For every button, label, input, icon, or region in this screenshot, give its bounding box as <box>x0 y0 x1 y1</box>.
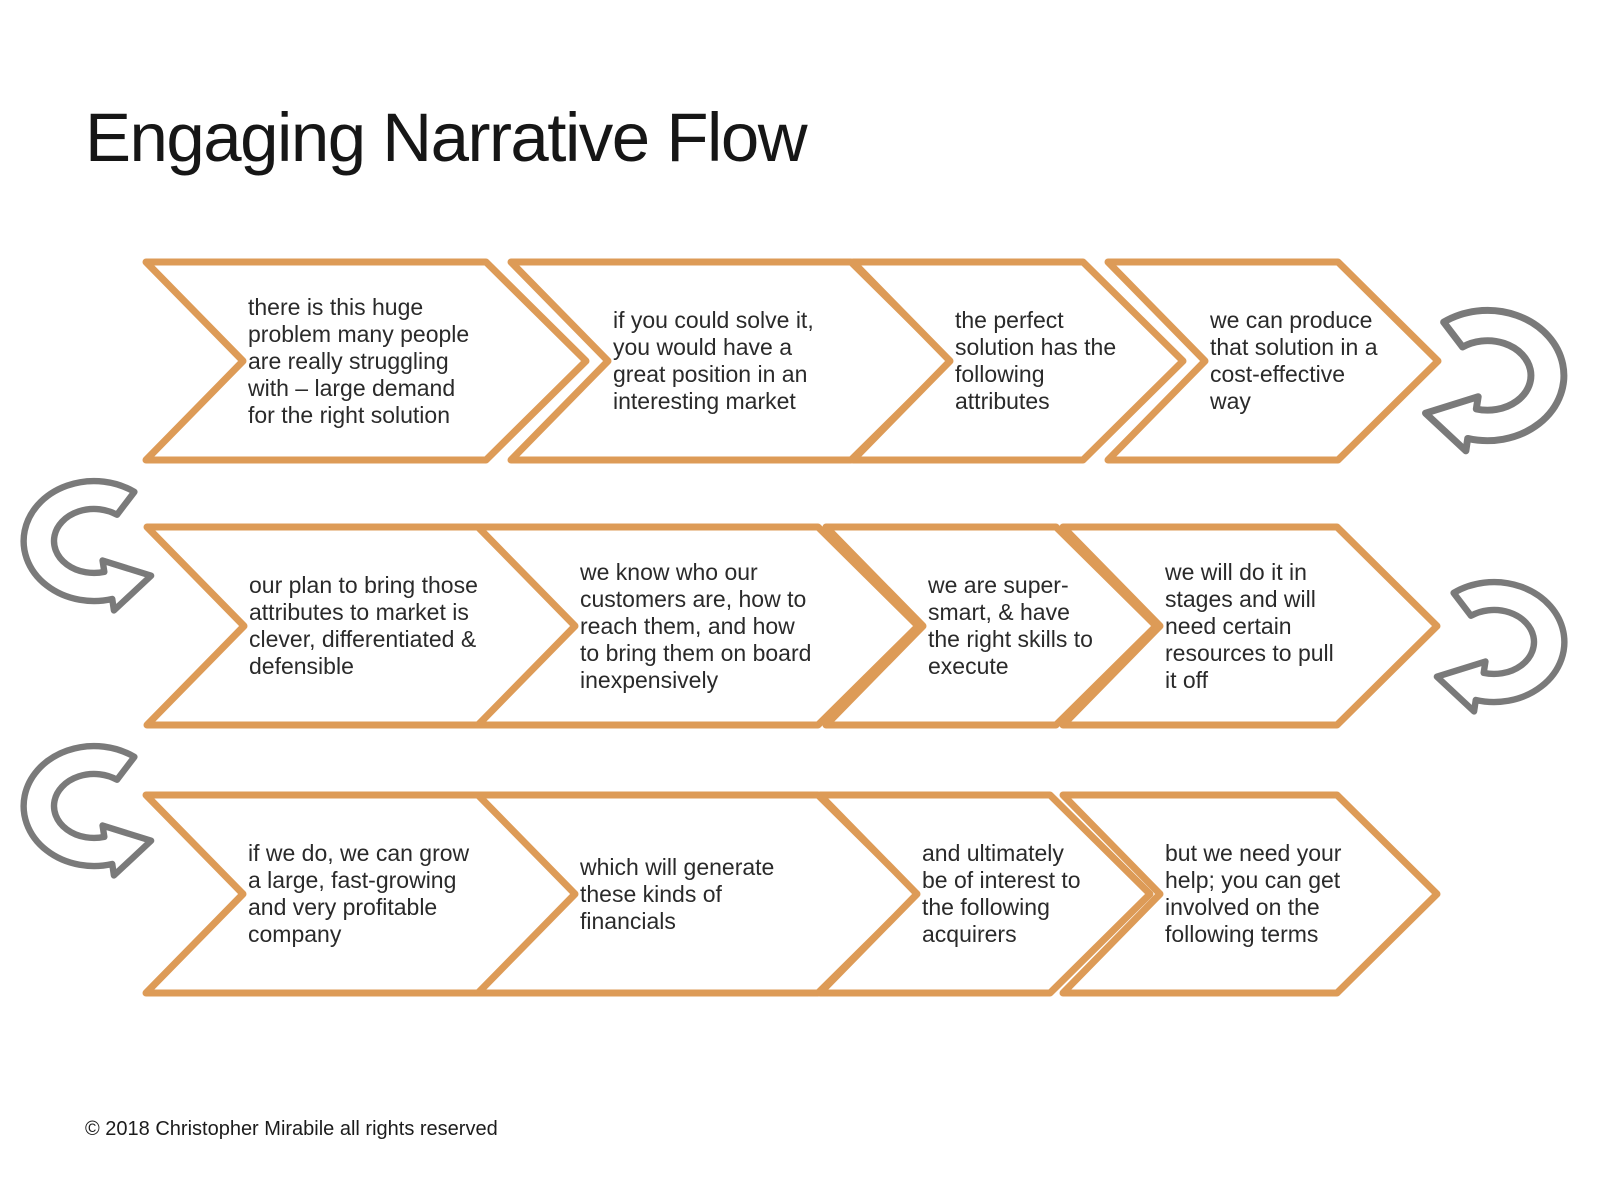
loop-arrow-right-icon <box>1405 306 1570 458</box>
chevron-shape <box>1059 791 1441 997</box>
chevron-shape <box>849 258 1187 464</box>
copyright-text: © 2018 Christopher Mirabile all rights r… <box>85 1118 498 1140</box>
chevron-text: we can produce that solution in a cost-e… <box>1210 307 1378 414</box>
chevron-row3-step3: and ultimately be of interest to the fol… <box>816 791 1154 997</box>
chevron-text: our plan to bring those attributes to ma… <box>249 572 478 679</box>
chevron-row1-step3: the perfect solution has the following a… <box>849 258 1187 464</box>
chevron-row1-step1: there is this huge problem many people a… <box>142 258 590 464</box>
chevron-row2-step4: we will do it in stages and will need ce… <box>1059 523 1441 729</box>
chevron-text: the perfect solution has the following a… <box>955 307 1117 414</box>
chevron-shape <box>1104 258 1442 464</box>
chevron-shape <box>142 258 590 464</box>
chevron-text: but we need your help; you can get invol… <box>1165 840 1342 947</box>
chevron-shape <box>822 523 1160 729</box>
chevron-shape <box>816 791 1154 997</box>
chevron-row2-step2: we know who our customers are, how to re… <box>474 523 922 729</box>
chevron-text: if we do, we can grow a large, fast-grow… <box>248 840 470 947</box>
chevron-row3-step2: which will generate these kinds of finan… <box>474 791 922 997</box>
chevron-text: we are super-smart, & have the right ski… <box>928 572 1093 679</box>
chevron-row3-step4: but we need your help; you can get invol… <box>1059 791 1441 997</box>
chevron-shape <box>1059 523 1441 729</box>
chevron-text: we will do it in stages and will need ce… <box>1165 558 1334 693</box>
chevron-text: and ultimately be of interest to the fol… <box>922 840 1081 947</box>
loop-arrow-left-icon <box>18 477 170 617</box>
loop-arrow-left-icon <box>18 742 170 882</box>
chevron-text: which will generate these kinds of finan… <box>580 853 775 934</box>
chevron-row1-step2: if you could solve it, you would have a … <box>507 258 955 464</box>
chevron-text: if you could solve it, you would have a … <box>613 307 814 414</box>
chevron-text: we know who our customers are, how to re… <box>580 558 812 693</box>
chevron-text: there is this huge problem many people a… <box>248 293 470 428</box>
chevron-shape <box>474 523 922 729</box>
page-title: Engaging Narrative Flow <box>85 99 808 176</box>
chevron-row2-step3: we are super-smart, & have the right ski… <box>822 523 1160 729</box>
chevron-row3-step1: if we do, we can grow a large, fast-grow… <box>142 791 590 997</box>
loop-arrow-right-icon <box>1418 578 1570 718</box>
chevron-row1-step4: we can produce that solution in a cost-e… <box>1104 258 1442 464</box>
